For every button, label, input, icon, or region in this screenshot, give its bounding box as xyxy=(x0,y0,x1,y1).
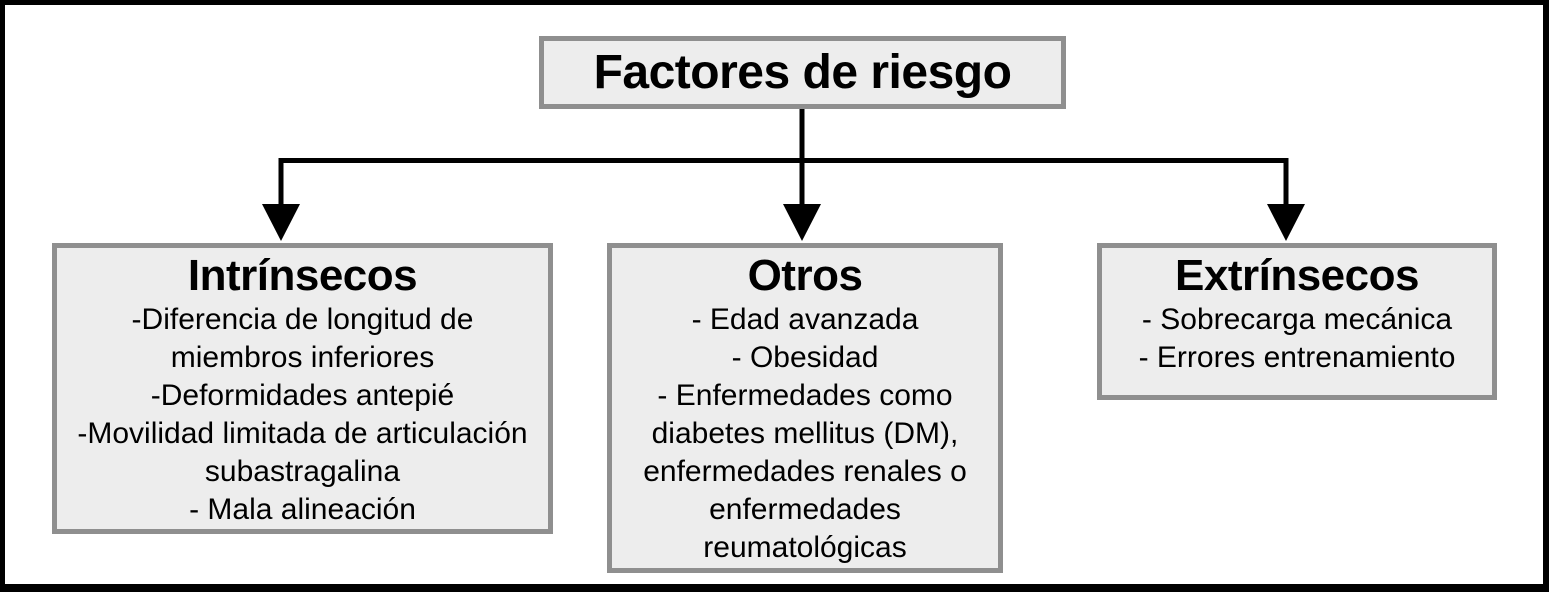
list-item: - Sobrecarga mecánica xyxy=(1141,303,1453,336)
list-item: - Edad avanzada xyxy=(691,303,919,336)
list-item: -Deformidades antepié xyxy=(150,379,455,412)
node-otros: Otros - Edad avanzada - Obesidad - Enfer… xyxy=(607,243,1003,573)
node-otros-title: Otros xyxy=(747,251,863,300)
node-extrinsecos-items: - Sobrecarga mecánica - Errores entrenam… xyxy=(1102,301,1492,377)
node-intrinsecos-title: Intrínsecos xyxy=(187,251,418,300)
diagram-title: Factores de riesgo xyxy=(593,46,1012,99)
arrowhead-left-icon xyxy=(262,204,300,241)
node-extrinsecos-title: Extrínsecos xyxy=(1175,251,1419,300)
node-intrinsecos-items: -Diferencia de longitud de miembros infe… xyxy=(57,301,548,529)
list-item: - Obesidad xyxy=(731,341,879,374)
arrowhead-right-icon xyxy=(1267,204,1305,241)
node-extrinsecos: Extrínsecos - Sobrecarga mecánica - Erro… xyxy=(1097,243,1497,400)
node-intrinsecos: Intrínsecos -Diferencia de longitud de m… xyxy=(52,243,553,534)
list-item: - Errores entrenamiento xyxy=(1138,341,1456,374)
list-item: - Mala alineación xyxy=(189,493,416,526)
list-item: -Diferencia de longitud de miembros infe… xyxy=(131,303,474,374)
list-item: - Enfermedades como diabetes mellitus (D… xyxy=(643,379,967,564)
node-factores-de-riesgo: Factores de riesgo xyxy=(539,36,1066,109)
node-otros-items: - Edad avanzada - Obesidad - Enfermedade… xyxy=(612,301,998,567)
arrowhead-center-icon xyxy=(783,204,821,241)
list-item: -Movilidad limitada de articulación suba… xyxy=(77,417,528,488)
